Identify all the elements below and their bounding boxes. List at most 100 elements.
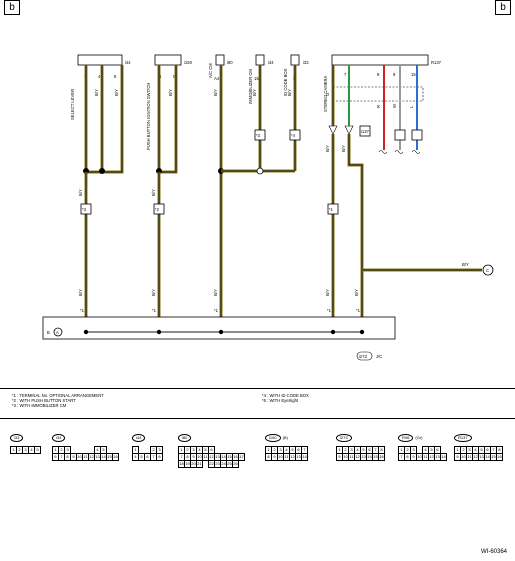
svg-text:B/Y: B/Y: [325, 289, 330, 296]
svg-text:C: C: [486, 268, 489, 273]
svg-text:*1: *1: [329, 207, 334, 212]
connector-pin: 12: [208, 453, 215, 461]
svg-text:i137: i137: [361, 129, 370, 134]
svg-text:8: 8: [377, 72, 380, 77]
svg-text:7: 7: [344, 72, 347, 77]
connector-suffix: (Gr): [415, 435, 423, 440]
connector-pin: 22: [208, 460, 215, 468]
connector-code: i44: [132, 434, 146, 442]
connector-pin: 16: [232, 453, 239, 461]
connector-code: i150: [265, 434, 281, 442]
connector-pin: 13: [434, 453, 441, 461]
connector-suffix: (B): [282, 435, 288, 440]
svg-text:*1: *1: [356, 308, 361, 313]
svg-text:ID CODE BOX: ID CODE BOX: [283, 68, 288, 96]
connector-pin: 10: [342, 453, 349, 461]
connector-pin: 12: [88, 453, 95, 461]
connector-pin: 13: [360, 453, 367, 461]
wire-labels: B/Y B/Y B/Y B/Y B/Y B/Y B/Y B/Y B/Y B/Y …: [78, 89, 414, 296]
connector-pin: 15: [226, 453, 233, 461]
wire-stereo-camera: i137 *1 C B/Y: [327, 65, 494, 332]
svg-text:i44: i44: [125, 60, 131, 65]
connector-code: i34: [52, 434, 66, 442]
connector-pin: 13: [295, 453, 302, 461]
svg-text:B/Y: B/Y: [78, 289, 83, 296]
legend-item-3: *3 : WITH IMMOBILIZER CM: [12, 403, 67, 408]
svg-text:i33: i33: [303, 60, 309, 65]
connector-pin: 16: [378, 453, 385, 461]
svg-text:*1: *1: [80, 308, 85, 313]
svg-text:*2: *2: [155, 207, 160, 212]
component-push-button-ignition-switch: PUSH BUTTON IGNITION SWITCH i150 4 5: [146, 54, 193, 150]
connector-pin: 21: [196, 460, 203, 468]
connector-pin: 16: [496, 453, 503, 461]
svg-text:B: B: [47, 330, 50, 335]
connectors-top-rule: [0, 418, 515, 419]
legend-right: *4 : WITH ID CODE BOX *5 : WITH EyeSight: [262, 393, 309, 403]
connector-pin: 14: [100, 453, 107, 461]
svg-text:*1: *1: [214, 308, 219, 313]
connector-pin: 19: [184, 460, 191, 468]
svg-text:B/Y: B/Y: [94, 89, 99, 96]
legend-item-1: *1 : TERMINAL No. OPTIONAL ARRANGEMENT: [12, 393, 104, 398]
connector-pin: 10: [460, 453, 467, 461]
diagram-id: WI-60364: [480, 549, 507, 555]
svg-text:15: 15: [411, 72, 416, 77]
svg-text:i150: i150: [184, 60, 193, 65]
wire-select-lever: *3: [80, 65, 124, 332]
connector-pin: 12: [428, 453, 435, 461]
connector-pin: 20: [190, 460, 197, 468]
connector-pin: 17: [238, 453, 245, 461]
svg-text:B/Y: B/Y: [114, 89, 119, 96]
svg-text:W: W: [392, 104, 397, 108]
wiring-diagram: .by { stroke:#8a7a1a; stroke-width:3; fi…: [42, 54, 494, 361]
svg-text:9: 9: [393, 72, 396, 77]
joint-connector: A B *1 *1 *1 *1 *1 i273 J/C: [42, 308, 396, 361]
connector-pin: 15: [372, 453, 379, 461]
connector-pin: 12: [354, 453, 361, 461]
svg-text:R: R: [376, 105, 381, 108]
svg-text:8: 8: [114, 74, 117, 79]
connector-pin: 15: [490, 453, 497, 461]
svg-text:15: 15: [254, 76, 259, 81]
svg-text:B/Y: B/Y: [213, 289, 218, 296]
connector-pin: 12: [472, 453, 479, 461]
connector-code: R137: [454, 434, 472, 442]
svg-text:B/Y: B/Y: [354, 289, 359, 296]
connector-pin: 12: [289, 453, 296, 461]
connector-code: R96: [398, 434, 414, 442]
svg-text:L: L: [409, 105, 414, 108]
page-ref-right: b: [495, 0, 511, 15]
connector-pin: 8: [156, 453, 163, 461]
svg-text:B/Y: B/Y: [325, 145, 330, 152]
legend-item-2: *2 : WITH PUSH BUTTON START: [12, 398, 76, 403]
page-ref-left: b: [4, 0, 20, 15]
connector-code: i273: [336, 434, 352, 442]
connector-pin: 6: [208, 446, 215, 454]
wire-ac-cm-branch: *3 *4: [218, 65, 301, 332]
connector-pin: 25: [226, 460, 233, 468]
legend-left: *1 : TERMINAL No. OPTIONAL ARRANGEMENT *…: [12, 393, 104, 408]
svg-text:B/Y: B/Y: [213, 89, 218, 96]
connector-pin: 3: [156, 446, 163, 454]
connector-pin: 10: [416, 453, 423, 461]
connector-pin: 14: [366, 453, 373, 461]
legend-item-4: *4 : WITH ID CODE BOX: [262, 393, 309, 398]
connector-pin: 8: [496, 446, 503, 454]
svg-text:PUSH BUTTON IGNITION SWITCH: PUSH BUTTON IGNITION SWITCH: [146, 83, 151, 150]
svg-text:A/C CM: A/C CM: [208, 63, 213, 78]
connector-pin: 23: [214, 460, 221, 468]
svg-text:i273: i273: [359, 354, 368, 359]
connector-pin: 5: [34, 446, 41, 454]
connector-pin: 14: [220, 453, 227, 461]
